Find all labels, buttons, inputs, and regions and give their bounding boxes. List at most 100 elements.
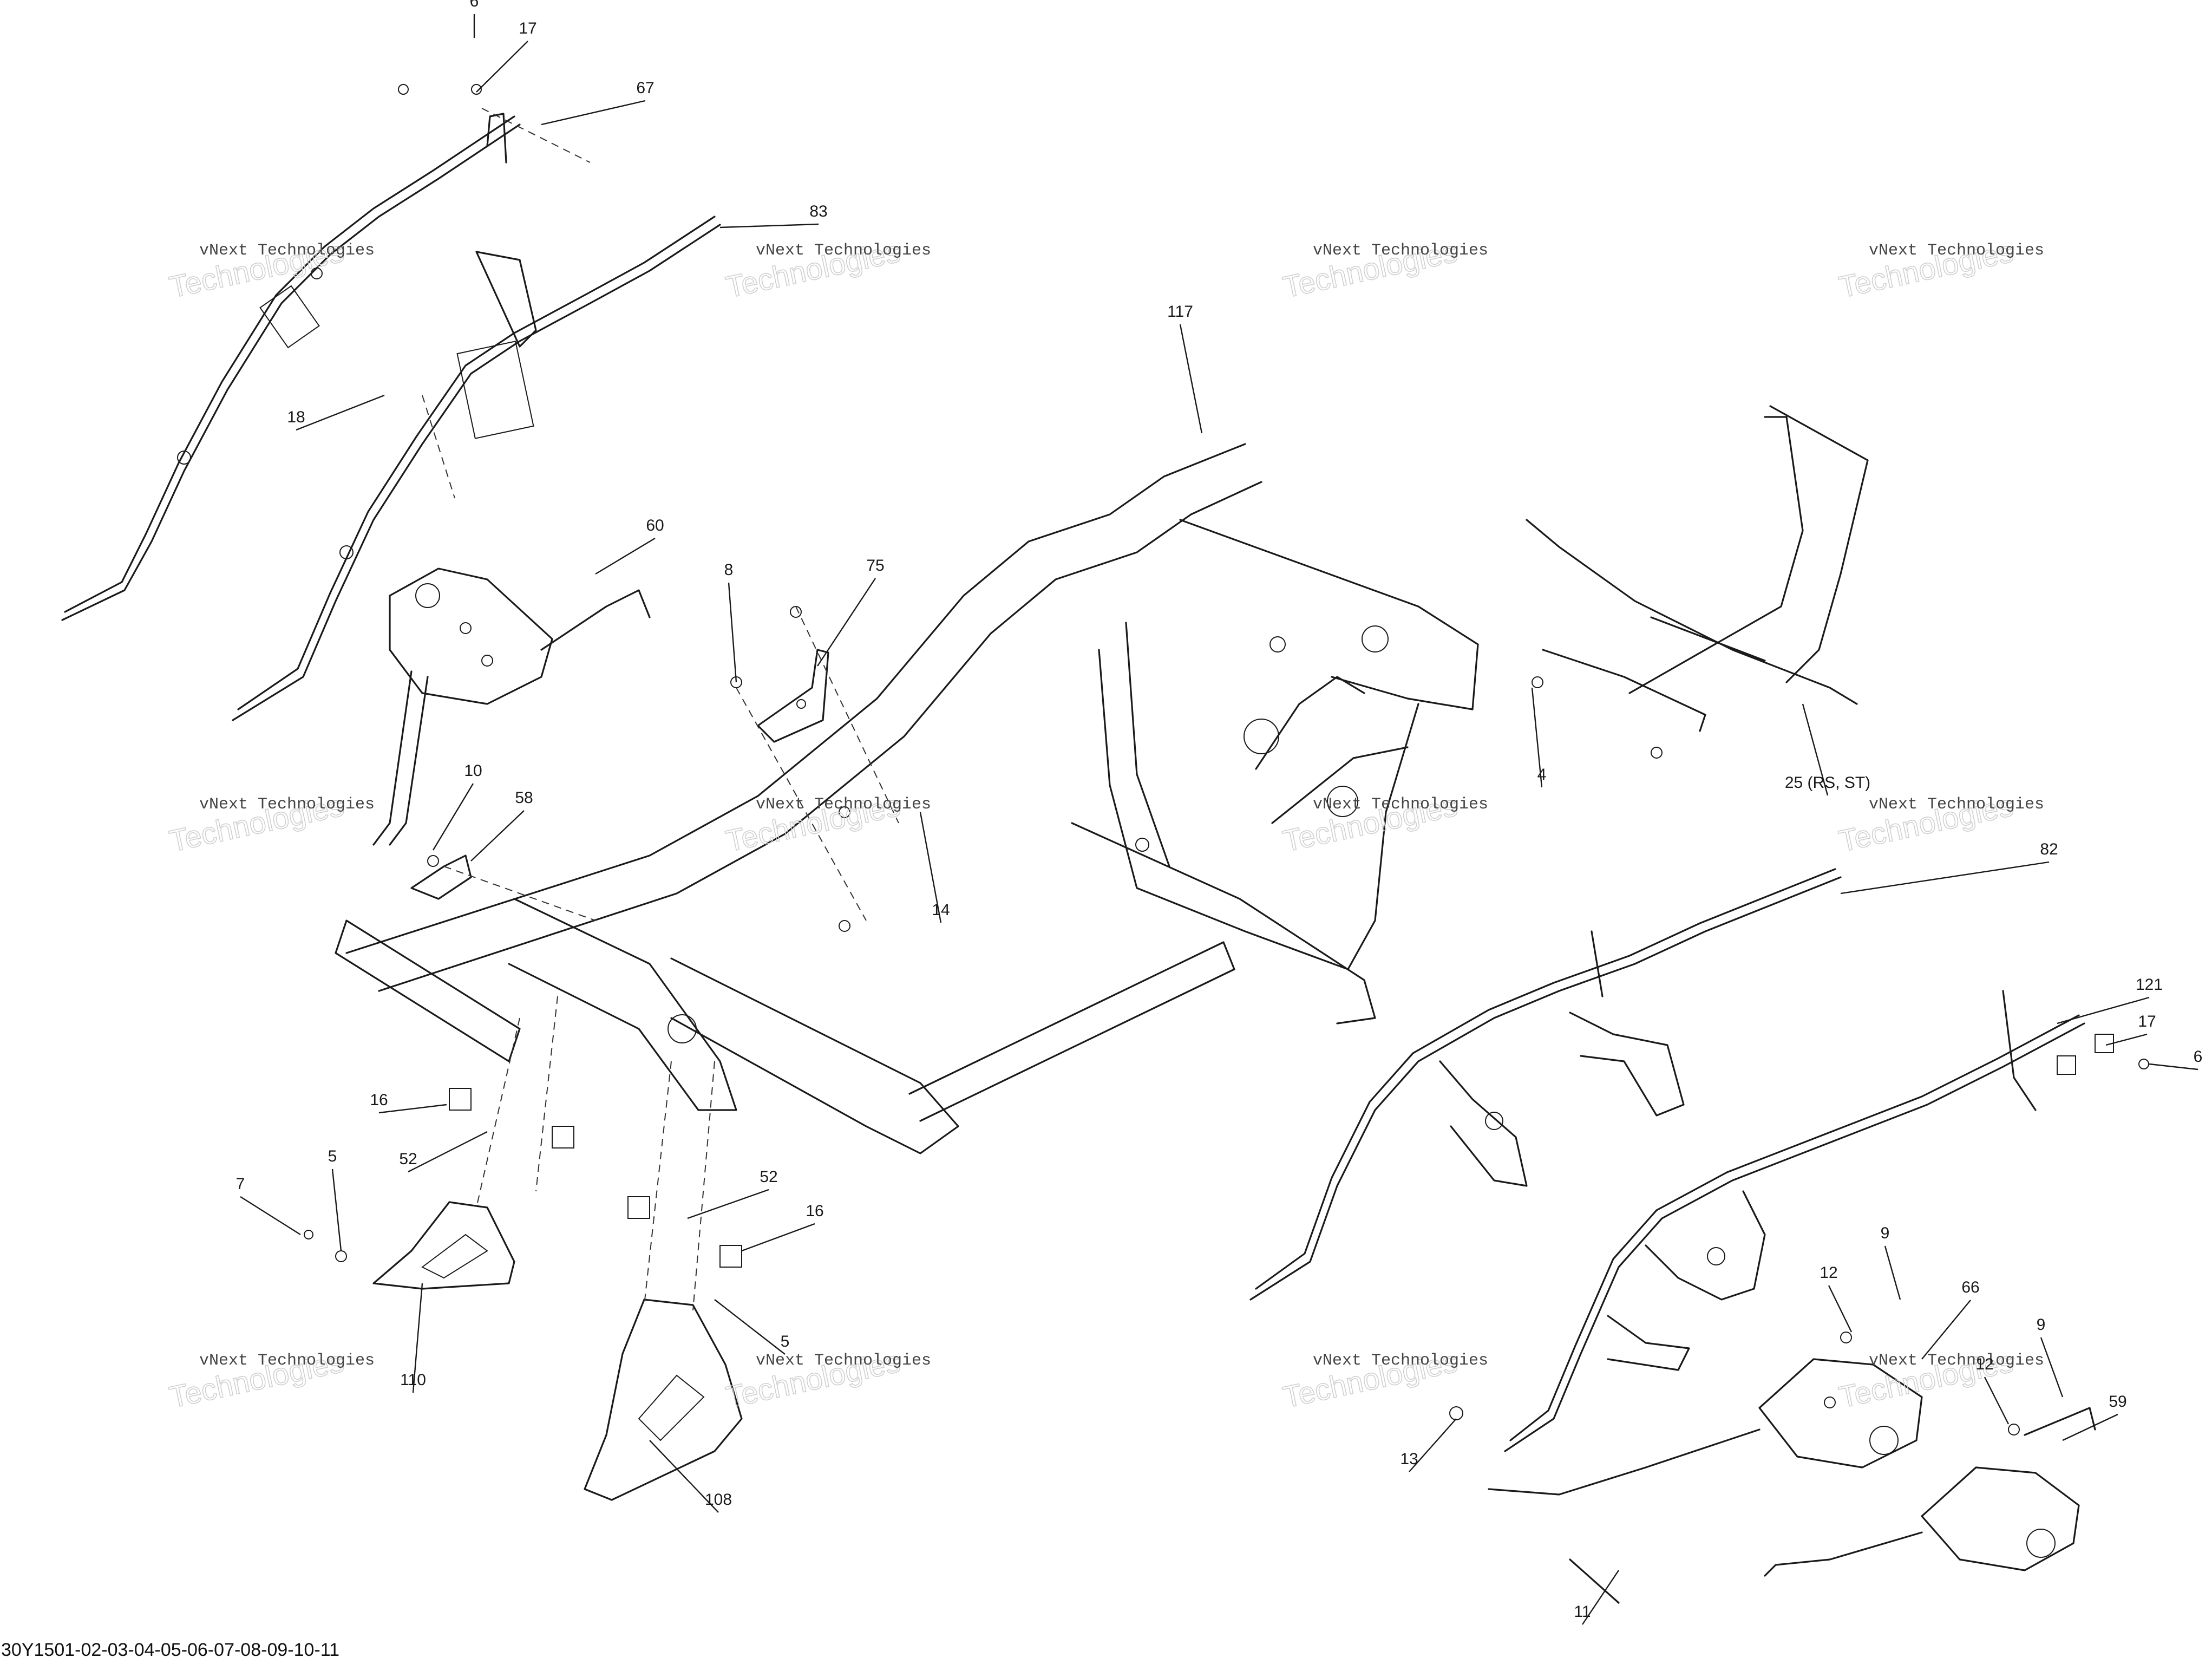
leader-line bbox=[1828, 1285, 1853, 1333]
leader-line bbox=[1921, 1300, 1971, 1360]
leader-line bbox=[1840, 861, 2050, 895]
callout-c9a: 9 bbox=[1881, 1224, 1901, 1300]
leader-line bbox=[2040, 1337, 2064, 1398]
callout-label: 16 bbox=[370, 1091, 388, 1109]
hardware bbox=[304, 84, 2149, 1604]
watermark-small-text: vNext Technologies bbox=[199, 242, 375, 260]
leader-line bbox=[595, 537, 656, 575]
callout-c58: 58 bbox=[470, 789, 533, 862]
callout-label: 17 bbox=[519, 19, 536, 37]
callout-c66: 66 bbox=[1921, 1278, 1980, 1360]
leader-line bbox=[1984, 1376, 2010, 1425]
callout-c13: 13 bbox=[1400, 1418, 1457, 1472]
callout-c8: 8 bbox=[724, 561, 737, 683]
callout-c117: 117 bbox=[1167, 303, 1203, 434]
callout-c5b: 5 bbox=[714, 1299, 790, 1355]
leader-line bbox=[741, 1223, 815, 1252]
watermark-small-text: vNext Technologies bbox=[756, 1352, 931, 1370]
watermark-small-text: vNext Technologies bbox=[1869, 795, 2044, 814]
leader-line bbox=[649, 1440, 719, 1513]
bracket-108 bbox=[584, 1298, 743, 1501]
callout-c6a: 6 bbox=[470, 0, 479, 38]
leader-line bbox=[432, 783, 474, 851]
callout-c16a: 16 bbox=[370, 1091, 447, 1114]
callout-c7: 7 bbox=[236, 1175, 301, 1236]
alignment-lines bbox=[422, 108, 899, 1311]
leader-line bbox=[719, 223, 819, 229]
callout-label: 18 bbox=[287, 408, 305, 426]
callout-label: 117 bbox=[1167, 303, 1193, 321]
leader-line bbox=[1802, 703, 1829, 796]
callout-label: 52 bbox=[760, 1168, 777, 1186]
leader-line bbox=[687, 1189, 769, 1219]
callout-label: 8 bbox=[724, 561, 734, 579]
callout-c60: 60 bbox=[595, 517, 664, 575]
leader-line bbox=[331, 1169, 342, 1251]
leader-line bbox=[728, 582, 737, 683]
leader-line bbox=[470, 810, 525, 862]
callout-c18: 18 bbox=[287, 394, 385, 431]
footrest-66 bbox=[1488, 1358, 1923, 1496]
callout-label: 5 bbox=[781, 1333, 790, 1350]
leader-line bbox=[1531, 687, 1543, 788]
callout-label: 11 bbox=[1574, 1603, 1591, 1621]
callout-label: 82 bbox=[2040, 840, 2058, 858]
callout-c9b: 9 bbox=[2037, 1316, 2064, 1398]
rail-82 bbox=[1249, 868, 1842, 1301]
watermark-small-text: vNext Technologies bbox=[756, 795, 931, 814]
callout-c67: 67 bbox=[541, 79, 655, 126]
callout-c12a: 12 bbox=[1820, 1264, 1853, 1333]
leader-line bbox=[408, 1131, 488, 1173]
leader-line bbox=[2057, 996, 2150, 1024]
callout-c17b: 17 bbox=[2105, 1013, 2156, 1046]
callout-label: 59 bbox=[2109, 1393, 2126, 1411]
callout-label: 6 bbox=[2194, 1048, 2203, 1066]
rail-83 bbox=[232, 216, 721, 721]
callout-label: 7 bbox=[236, 1175, 245, 1193]
main-frame-117 bbox=[335, 443, 1479, 1154]
callout-c75: 75 bbox=[816, 557, 885, 667]
callout-c110: 110 bbox=[400, 1283, 426, 1393]
leader-line bbox=[2105, 1033, 2148, 1046]
leader-line bbox=[378, 1104, 447, 1114]
seat-support-25 bbox=[1526, 405, 1869, 732]
leader-line bbox=[1884, 1245, 1901, 1300]
diagram-reference-code: 30Y1501-02-03-04-05-06-07-08-09-10-11 bbox=[1, 1640, 339, 1660]
leader-line bbox=[541, 100, 646, 126]
callout-label: 14 bbox=[932, 901, 950, 919]
watermark-small-text: vNext Technologies bbox=[1869, 242, 2044, 260]
bracket-58 bbox=[410, 854, 472, 900]
callout-c17a: 17 bbox=[476, 19, 537, 93]
leader-line bbox=[919, 812, 942, 923]
callout-c14: 14 bbox=[919, 812, 950, 923]
bracket-75 bbox=[757, 649, 829, 743]
callout-label: 16 bbox=[806, 1202, 823, 1220]
watermark-small-text: vNext Technologies bbox=[756, 242, 931, 260]
callout-c82: 82 bbox=[1840, 840, 2058, 895]
callout-label: 67 bbox=[636, 79, 654, 97]
callout-label: 12 bbox=[1820, 1264, 1837, 1282]
callout-c10: 10 bbox=[432, 762, 482, 851]
leader-line bbox=[476, 41, 528, 93]
leader-line bbox=[2149, 1063, 2198, 1071]
callout-label: 12 bbox=[1975, 1355, 1993, 1373]
leader-line bbox=[240, 1196, 301, 1236]
callout-c12b: 12 bbox=[1975, 1355, 2010, 1425]
leader-line bbox=[1179, 324, 1203, 434]
watermark-small-text: vNext Technologies bbox=[1869, 1352, 2044, 1370]
callout-label: 9 bbox=[1881, 1224, 1890, 1242]
callout-label: 121 bbox=[2136, 976, 2163, 994]
callout-label: 25 (RS, ST) bbox=[1785, 774, 1870, 792]
leader-line bbox=[296, 394, 385, 431]
callout-label: 110 bbox=[400, 1371, 426, 1389]
callout-c121: 121 bbox=[2057, 976, 2163, 1024]
